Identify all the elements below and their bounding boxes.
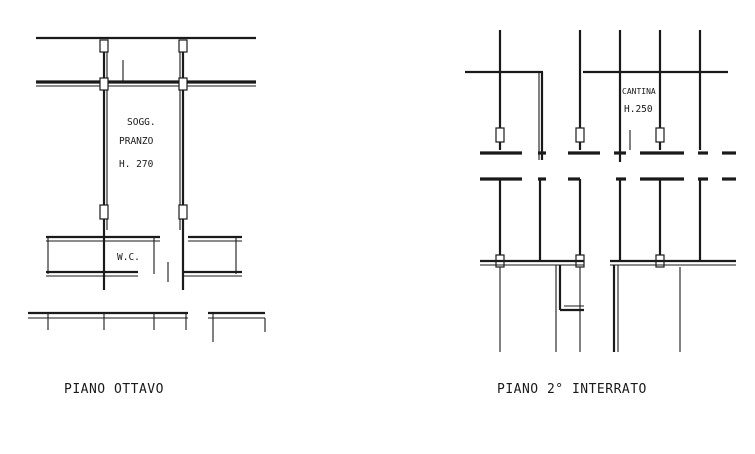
- room-label-cantina-line2: H.250: [624, 104, 653, 115]
- plan-interrato: [465, 30, 736, 352]
- plan-ottavo: [28, 36, 266, 342]
- caption-piano-ottavo: PIANO OTTAVO: [64, 382, 164, 397]
- room-label-wc: W.C.: [117, 252, 140, 263]
- caption-piano-interrato: PIANO 2° INTERRATO: [497, 382, 647, 397]
- room-label-sogg-line1: SOGG.: [127, 117, 156, 128]
- room-label-cantina-line1: CANTINA: [622, 87, 656, 96]
- room-label-sogg-line2: PRANZO: [119, 136, 154, 147]
- room-label-sogg-line3: H. 270: [119, 159, 154, 170]
